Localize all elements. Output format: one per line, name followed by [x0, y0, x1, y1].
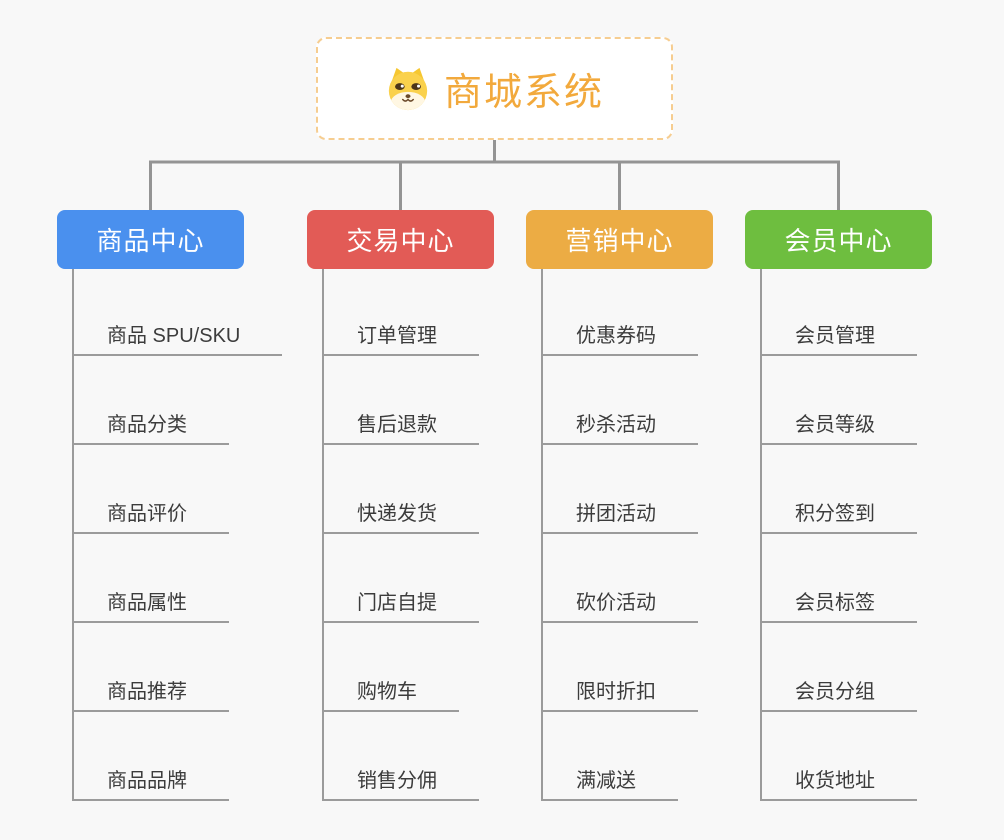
child-topic[interactable]: 限时折扣: [543, 623, 698, 712]
branch-children: 优惠券码 秒杀活动 拼团活动 砍价活动 限时折扣 满减送: [541, 269, 698, 801]
child-topic[interactable]: 订单管理: [324, 269, 479, 356]
child-topic-label: 商品 SPU/SKU: [74, 319, 283, 356]
branch-topic-product[interactable]: 商品中心: [57, 210, 244, 269]
branch-topic-member[interactable]: 会员中心: [745, 210, 932, 269]
child-topic[interactable]: 拼团活动: [543, 445, 698, 534]
branch-topic-trade[interactable]: 交易中心: [307, 210, 494, 269]
branch-topic-marketing[interactable]: 营销中心: [526, 210, 713, 269]
child-topic-label: 购物车: [324, 675, 459, 712]
child-topic-label: 快递发货: [324, 497, 479, 534]
child-topic[interactable]: 售后退款: [324, 356, 479, 445]
dog-face-icon: [385, 66, 431, 112]
branch-column-trade: 交易中心 订单管理 售后退款 快递发货 门店自提 购物车 销售分佣: [307, 210, 494, 801]
child-topic[interactable]: 商品品牌: [74, 712, 282, 801]
child-topic-label: 商品分类: [74, 408, 229, 445]
child-topic[interactable]: 商品评价: [74, 445, 282, 534]
child-topic-label: 限时折扣: [543, 675, 698, 712]
branch-children: 会员管理 会员等级 积分签到 会员标签 会员分组 收货地址: [760, 269, 917, 801]
child-topic-label: 商品评价: [74, 497, 229, 534]
child-topic[interactable]: 砍价活动: [543, 534, 698, 623]
child-topic[interactable]: 购物车: [324, 623, 479, 712]
child-topic[interactable]: 商品属性: [74, 534, 282, 623]
child-topic[interactable]: 满减送: [543, 712, 698, 801]
child-topic-label: 会员分组: [762, 675, 917, 712]
child-topic-label: 会员标签: [762, 586, 917, 623]
child-topic[interactable]: 门店自提: [324, 534, 479, 623]
child-topic[interactable]: 商品分类: [74, 356, 282, 445]
child-topic-label: 商品属性: [74, 586, 229, 623]
child-topic-label: 积分签到: [762, 497, 917, 534]
child-topic-label: 门店自提: [324, 586, 479, 623]
child-topic-label: 收货地址: [762, 764, 917, 801]
branch-column-marketing: 营销中心 优惠券码 秒杀活动 拼团活动 砍价活动 限时折扣 满减送: [526, 210, 713, 801]
child-topic-label: 会员管理: [762, 319, 917, 356]
branch-children: 订单管理 售后退款 快递发货 门店自提 购物车 销售分佣: [322, 269, 479, 801]
child-topic-label: 秒杀活动: [543, 408, 698, 445]
child-topic-label: 优惠券码: [543, 319, 698, 356]
child-topic[interactable]: 秒杀活动: [543, 356, 698, 445]
child-topic-label: 商品品牌: [74, 764, 229, 801]
child-topic[interactable]: 会员分组: [762, 623, 917, 712]
child-topic[interactable]: 销售分佣: [324, 712, 479, 801]
child-topic[interactable]: 收货地址: [762, 712, 917, 801]
branch-column-product: 商品中心 商品 SPU/SKU 商品分类 商品评价 商品属性 商品推荐 商品品牌: [57, 210, 283, 801]
child-topic-label: 销售分佣: [324, 764, 479, 801]
child-topic-label: 订单管理: [324, 319, 479, 356]
child-topic[interactable]: 会员标签: [762, 534, 917, 623]
child-topic-label: 砍价活动: [543, 586, 698, 623]
child-topic[interactable]: 商品 SPU/SKU: [74, 269, 283, 356]
child-topic-label: 满减送: [543, 764, 678, 801]
child-topic[interactable]: 快递发货: [324, 445, 479, 534]
root-topic-label: 商城系统: [443, 72, 604, 114]
branch-children: 商品 SPU/SKU 商品分类 商品评价 商品属性 商品推荐 商品品牌: [72, 269, 283, 801]
child-topic[interactable]: 优惠券码: [543, 269, 698, 356]
child-topic[interactable]: 商品推荐: [74, 623, 282, 712]
root-topic[interactable]: 商城系统: [316, 37, 673, 140]
child-topic-label: 会员等级: [762, 408, 917, 445]
branch-column-member: 会员中心 会员管理 会员等级 积分签到 会员标签 会员分组 收货地址: [745, 210, 932, 801]
child-topic[interactable]: 会员管理: [762, 269, 917, 356]
child-topic-label: 商品推荐: [74, 675, 229, 712]
child-topic[interactable]: 积分签到: [762, 445, 917, 534]
child-topic-label: 售后退款: [324, 408, 479, 445]
child-topic-label: 拼团活动: [543, 497, 698, 534]
child-topic[interactable]: 会员等级: [762, 356, 917, 445]
